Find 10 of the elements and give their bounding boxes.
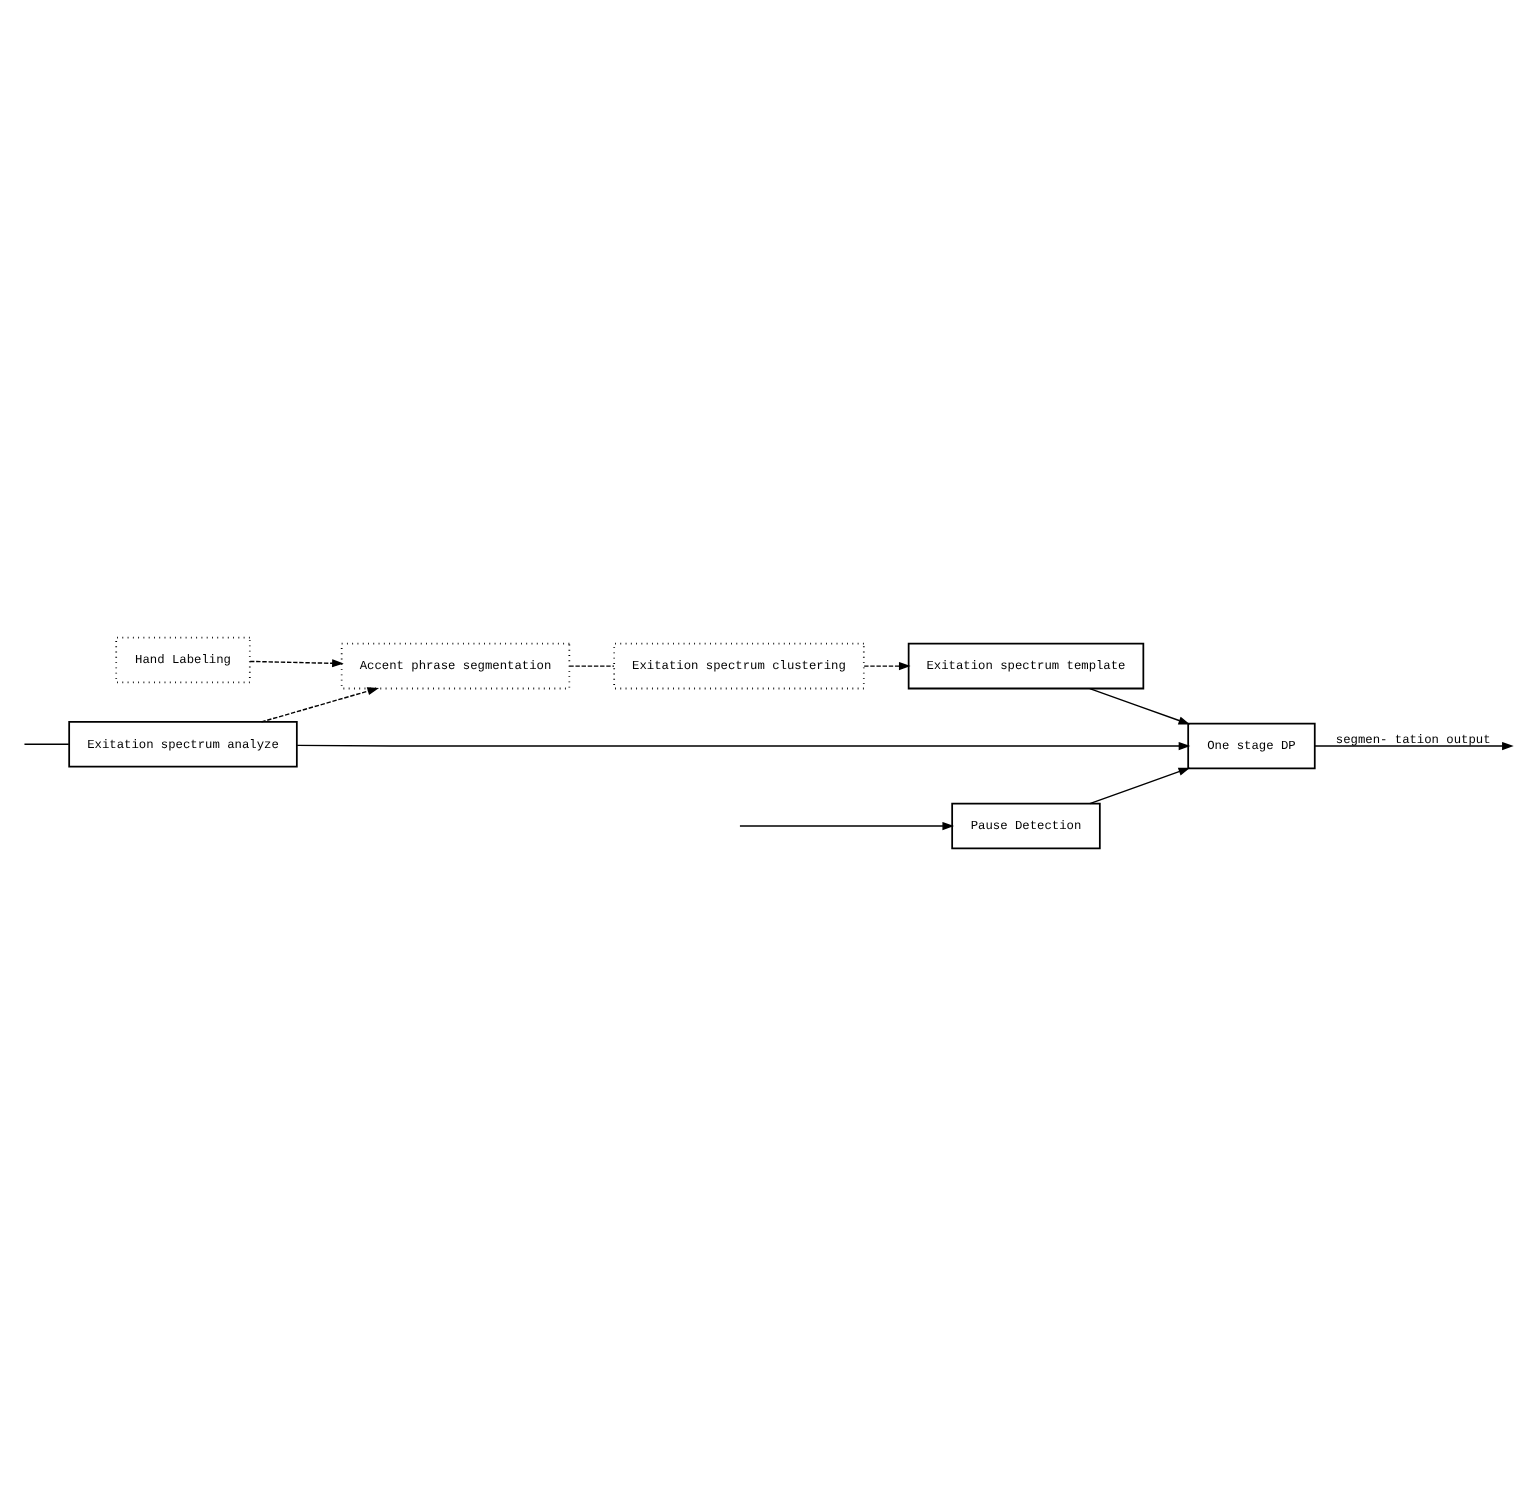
arrow — [1314, 742, 1514, 751]
arrow — [1089, 687, 1191, 725]
arrow — [739, 822, 955, 831]
connector — [568, 665, 615, 667]
arrow — [1089, 767, 1191, 805]
arrow — [863, 662, 911, 671]
arrow — [296, 742, 1191, 751]
arrow — [260, 687, 380, 723]
arrow — [249, 659, 344, 668]
connector — [23, 743, 70, 746]
